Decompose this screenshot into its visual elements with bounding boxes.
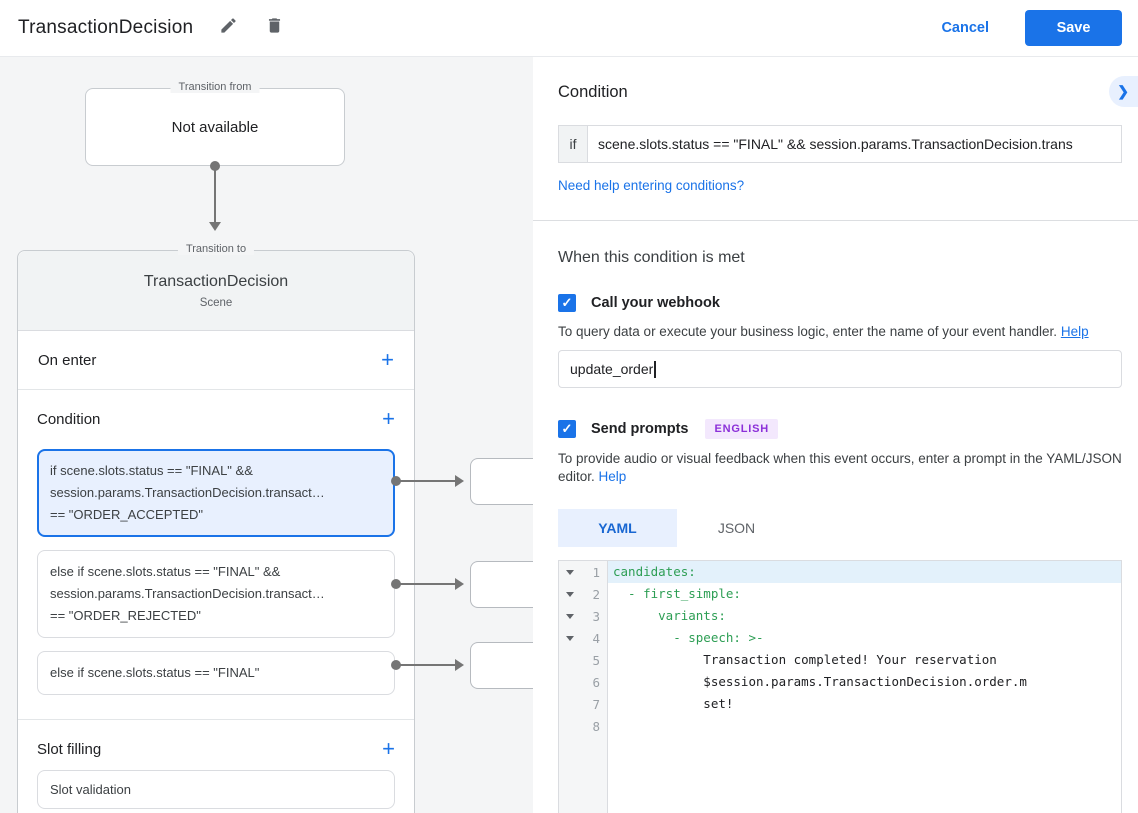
save-button[interactable]: Save — [1025, 10, 1122, 46]
delete-button[interactable] — [263, 17, 285, 39]
scene-header[interactable]: TransactionDecision Scene — [18, 251, 414, 331]
transition-target-box[interactable] — [470, 458, 534, 505]
check-icon: ✓ — [561, 421, 573, 436]
editor-line: 7 set! — [559, 693, 1121, 715]
connector-dot — [210, 161, 220, 171]
fold-arrow-icon[interactable] — [559, 592, 576, 597]
call-webhook-checkbox[interactable]: ✓ — [558, 294, 576, 312]
slot-filling-section: Slot filling + Slot validation — [18, 720, 414, 809]
chevron-right-icon: ❯ — [1117, 83, 1129, 99]
condition-label: Condition — [37, 410, 101, 428]
top-bar: TransactionDecision Cancel Save — [0, 0, 1138, 57]
condition-detail-panel: Condition ❯ if scene.slots.status == "FI… — [533, 57, 1138, 813]
if-prefix-label: if — [558, 125, 588, 163]
event-handler-input[interactable]: update_order — [558, 350, 1122, 388]
check-icon: ✓ — [561, 295, 573, 310]
yaml-editor[interactable]: 1 candidates: 2 - first_simple: 3 varian… — [558, 560, 1122, 813]
connector-line — [399, 664, 457, 666]
editor-line: 3 variants: — [559, 605, 1121, 627]
editor-line: 8 — [559, 715, 1121, 737]
editor-line: 4 - speech: >- — [559, 627, 1121, 649]
transition-target-box[interactable] — [470, 561, 534, 608]
page-title: TransactionDecision — [18, 17, 194, 38]
condition-expression-row: if scene.slots.status == "FINAL" && sess… — [558, 125, 1122, 163]
condition-section: Condition + if scene.slots.status == "FI… — [18, 390, 414, 720]
condition-card-accepted[interactable]: if scene.slots.status == "FINAL" && sess… — [37, 449, 395, 537]
arrow-right-icon — [455, 659, 464, 671]
scene-subtitle: Scene — [199, 296, 233, 309]
call-webhook-label: Call your webhook — [591, 295, 720, 311]
webhook-description: To query data or execute your business l… — [558, 324, 1089, 339]
connector-dot — [391, 660, 401, 670]
condition-help-link[interactable]: Need help entering conditions? — [558, 178, 745, 193]
prompts-help-link[interactable]: Help — [598, 469, 627, 484]
add-condition-icon[interactable]: + — [382, 406, 395, 431]
editor-line: 2 - first_simple: — [559, 583, 1121, 605]
condition-card-rejected[interactable]: else if scene.slots.status == "FINAL" &&… — [37, 550, 395, 638]
arrow-right-icon — [455, 578, 464, 590]
transition-from-content: Not available — [171, 118, 259, 136]
when-met-heading: When this condition is met — [558, 249, 745, 266]
transition-to-container: Transition to TransactionDecision Scene … — [17, 243, 415, 813]
language-badge: ENGLISH — [705, 419, 778, 439]
trash-icon — [265, 16, 284, 40]
prompts-description: To provide audio or visual feedback when… — [558, 451, 1122, 484]
editor-empty-area — [559, 737, 1121, 813]
add-slot-icon[interactable]: + — [382, 736, 395, 761]
edit-button[interactable] — [217, 17, 239, 39]
tab-yaml[interactable]: YAML — [558, 509, 677, 547]
arrow-down-icon — [209, 222, 221, 231]
pencil-icon — [219, 16, 238, 40]
send-prompts-label: Send prompts — [591, 421, 689, 437]
send-prompts-checkbox[interactable]: ✓ — [558, 420, 576, 438]
condition-card-final[interactable]: else if scene.slots.status == "FINAL" — [37, 651, 395, 695]
on-enter-section[interactable]: On enter + — [18, 331, 414, 390]
editor-line: 5 Transaction completed! Your reservatio… — [559, 649, 1121, 671]
connector-line — [399, 480, 457, 482]
arrow-right-icon — [455, 475, 464, 487]
panel-title: Condition — [558, 83, 628, 101]
tab-json[interactable]: JSON — [717, 520, 756, 536]
transition-from-box: Transition from Not available — [85, 81, 345, 166]
connector-dot — [391, 476, 401, 486]
fold-arrow-icon[interactable] — [559, 570, 576, 575]
connector-dot — [391, 579, 401, 589]
editor-line: 1 candidates: — [559, 561, 1121, 583]
slot-filling-label: Slot filling — [37, 740, 102, 758]
webhook-help-link[interactable]: Help — [1060, 324, 1089, 339]
scene-title: TransactionDecision — [143, 272, 289, 290]
flow-canvas: Transition from Not available Transition… — [0, 57, 534, 813]
on-enter-label: On enter — [38, 351, 97, 369]
slot-validation-card[interactable]: Slot validation — [37, 770, 395, 809]
connector-line — [399, 583, 457, 585]
transition-target-box[interactable] — [470, 642, 534, 689]
text-cursor — [654, 360, 656, 378]
editor-format-tabs: YAML JSON — [558, 509, 1122, 547]
cancel-button[interactable]: Cancel — [941, 20, 989, 36]
collapse-panel-button[interactable]: ❯ — [1109, 76, 1138, 107]
editor-line: 6 $session.params.TransactionDecision.or… — [559, 671, 1121, 693]
transition-from-legend: Transition from — [170, 81, 260, 93]
transition-to-legend: Transition to — [177, 243, 255, 255]
condition-expression-input[interactable]: scene.slots.status == "FINAL" && session… — [588, 125, 1122, 163]
fold-arrow-icon[interactable] — [559, 636, 576, 641]
fold-arrow-icon[interactable] — [559, 614, 576, 619]
connector-line — [214, 169, 216, 222]
add-on-enter-icon[interactable]: + — [381, 347, 394, 372]
section-divider — [533, 220, 1138, 221]
